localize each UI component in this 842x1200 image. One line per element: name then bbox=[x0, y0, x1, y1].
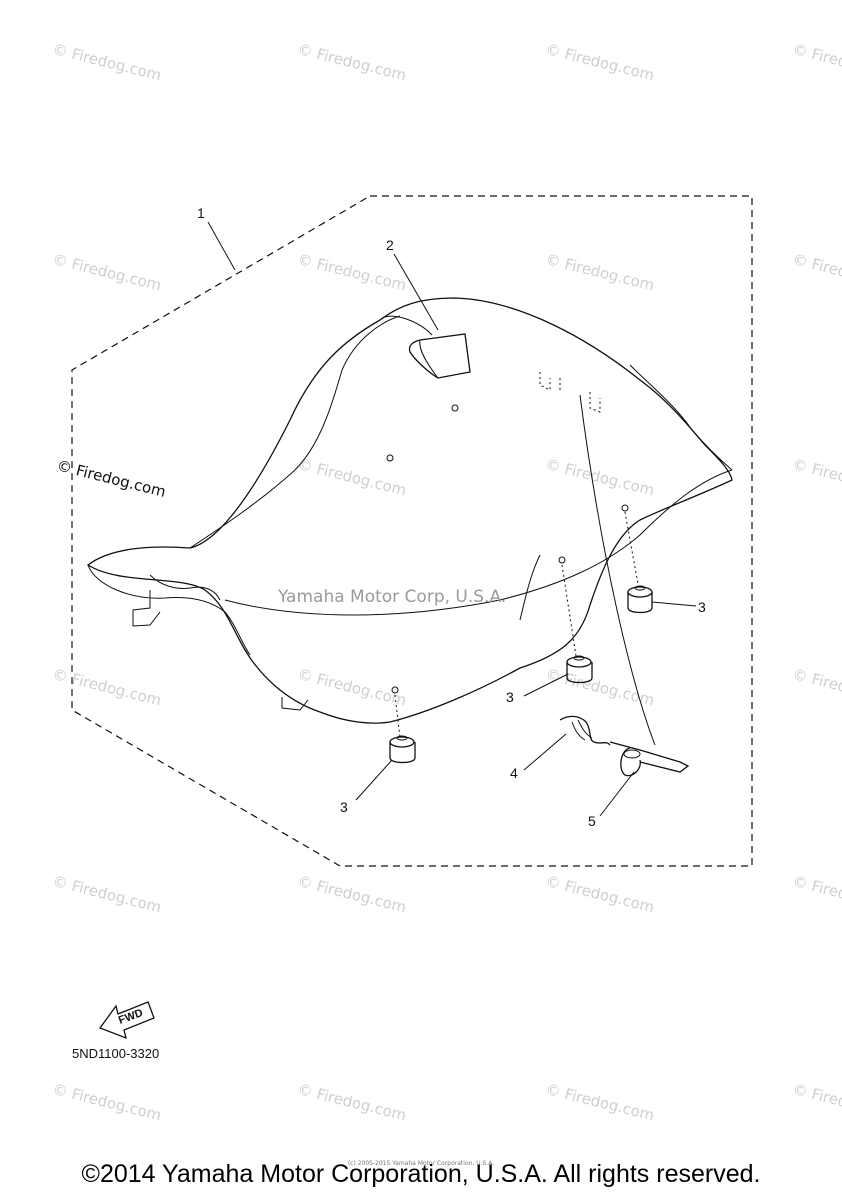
callout-1: 1 bbox=[197, 205, 205, 221]
callout-3-center: 3 bbox=[506, 689, 514, 705]
leader-5 bbox=[599, 771, 635, 817]
callout-5: 5 bbox=[588, 813, 596, 829]
leader-3-left bbox=[355, 759, 393, 801]
seat bbox=[86, 297, 733, 724]
damper-part-3-center bbox=[566, 655, 593, 684]
leader-4 bbox=[523, 733, 567, 771]
leader-1 bbox=[207, 221, 236, 271]
damper-part-3-left bbox=[389, 735, 416, 764]
tiny-copyright-note: (c) 2005-2015 Yamaha Motor Corporation, … bbox=[347, 1160, 495, 1167]
spring-part-4 bbox=[559, 715, 611, 746]
center-watermark: Yamaha Motor Corp, U.S.A. bbox=[277, 587, 506, 607]
footer-copyright: ©2014 Yamaha Motor Corporation, U.S.A. A… bbox=[81, 1160, 761, 1188]
lock-pin-part-5 bbox=[609, 741, 690, 777]
callout-2: 2 bbox=[386, 237, 394, 253]
fwd-arrow-icon: FWD bbox=[98, 1001, 155, 1040]
leader-2 bbox=[393, 253, 439, 331]
callout-4: 4 bbox=[510, 765, 518, 781]
seat-strap-part-2 bbox=[408, 333, 471, 379]
damper-part-3-right bbox=[627, 585, 653, 614]
assembly-boundary bbox=[71, 195, 753, 867]
callout-3-right: 3 bbox=[698, 599, 706, 615]
leader-3-center bbox=[523, 673, 569, 697]
callout-3-left: 3 bbox=[340, 799, 348, 815]
part-code: 5ND1100-3320 bbox=[72, 1046, 159, 1061]
leader-3-right bbox=[651, 601, 697, 607]
